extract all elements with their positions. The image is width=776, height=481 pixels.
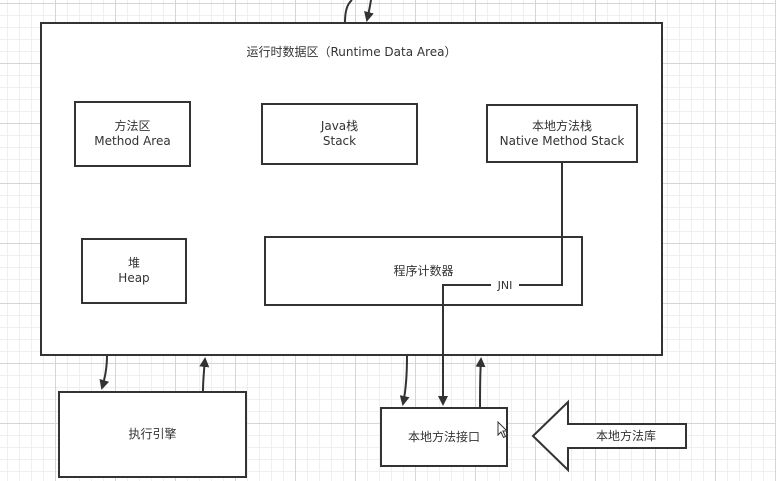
- area-to-engine-arrow: [99, 355, 110, 390]
- interface-to-area-arrow: [475, 357, 486, 408]
- mouse-pointer-icon: [497, 421, 509, 439]
- native-method-stack-label-cn: 本地方法栈: [531, 118, 592, 133]
- execution-engine-label: 执行引擎: [128, 427, 177, 441]
- runtime-data-area-title: 运行时数据区（Runtime Data Area）: [246, 45, 457, 59]
- java-stack-label-en: Stack: [322, 134, 357, 148]
- area-to-interface-arrow: [399, 355, 410, 406]
- program-counter-box[interactable]: 程序计数器: [264, 236, 583, 306]
- native-method-stack-label-en: Native Method Stack: [499, 133, 625, 148]
- native-method-library-label[interactable]: 本地方法库: [595, 429, 656, 443]
- native-method-stack-box[interactable]: 本地方法栈 Native Method Stack: [486, 104, 638, 163]
- top-connector-curve: [344, 0, 353, 23]
- native-method-interface-box[interactable]: 本地方法接口: [380, 407, 508, 467]
- jni-label: JNI: [491, 279, 519, 293]
- java-stack-label-cn: Java栈: [320, 119, 359, 133]
- method-area-label-en: Method Area: [94, 134, 171, 148]
- method-area-box[interactable]: 方法区 Method Area: [74, 101, 191, 167]
- native-method-interface-label: 本地方法接口: [407, 429, 480, 444]
- heap-label-cn: 堆: [127, 256, 140, 270]
- top-connector-arrow: [364, 0, 374, 22]
- engine-to-area-arrow: [199, 357, 210, 392]
- heap-label-en: Heap: [118, 271, 150, 285]
- heap-box[interactable]: 堆 Heap: [81, 238, 187, 304]
- method-area-label-cn: 方法区: [114, 119, 151, 133]
- java-stack-box[interactable]: Java栈 Stack: [261, 103, 418, 165]
- program-counter-label: 程序计数器: [393, 263, 454, 278]
- execution-engine-box[interactable]: 执行引擎: [58, 391, 247, 478]
